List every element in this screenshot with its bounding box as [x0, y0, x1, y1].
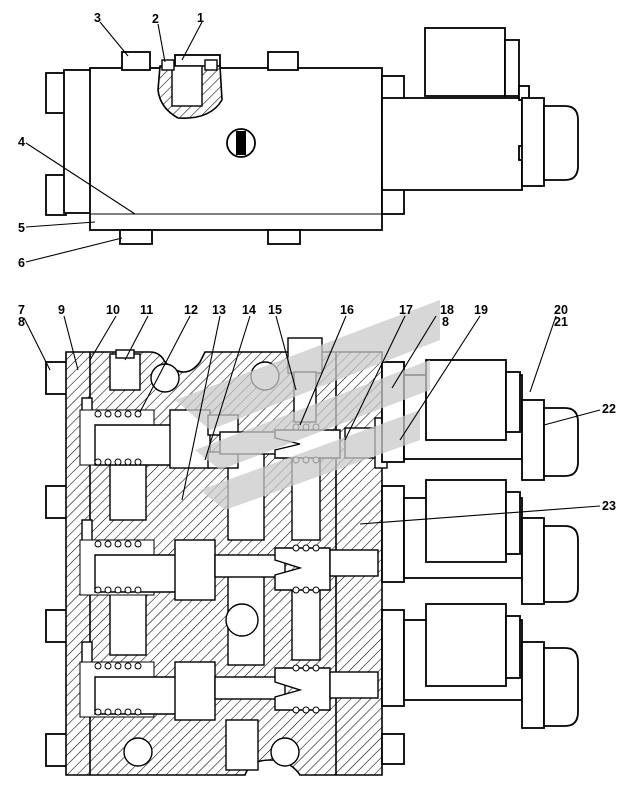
callout-5: 5: [18, 221, 25, 235]
section-leaders: [23, 315, 601, 525]
callout-15: 15: [268, 303, 282, 317]
callout-8-right: 8: [442, 315, 449, 329]
solenoid-coil-top: [424, 27, 506, 97]
callout-8-left: 8: [18, 315, 25, 329]
callout-23: 23: [602, 499, 616, 513]
callout-2: 2: [152, 12, 159, 26]
callout-10: 10: [106, 303, 120, 317]
bolt-head-top-left: [45, 72, 67, 114]
seal-ring-left: [161, 59, 175, 71]
solenoid-terminal-top: [504, 39, 520, 97]
top-view: [45, 27, 579, 245]
seal-ring-right: [204, 59, 218, 71]
callout-17: 17: [399, 303, 413, 317]
section-bolt-1: [45, 361, 69, 395]
callout-22: 22: [602, 402, 616, 416]
callout-labels: 3 2 1 4 5 6 7 8 9 10 11 12 13 14 15 16 1…: [18, 11, 616, 513]
bolt-head-bottom-left: [45, 174, 67, 216]
callout-11: 11: [140, 303, 153, 317]
callout-19: 19: [474, 303, 488, 317]
callout-13: 13: [212, 303, 226, 317]
valve-stage-3: [79, 661, 379, 721]
bottom-stud-left: [119, 229, 153, 245]
solenoid-cap-top: [543, 105, 579, 181]
callout-4: 4: [18, 135, 25, 149]
top-leaders: [25, 21, 203, 263]
check-ball: [225, 603, 259, 637]
watermark-logo: [175, 300, 440, 510]
solenoid-1: [381, 359, 579, 481]
solenoid-housing-top: [381, 97, 523, 191]
end-plate-left: [63, 69, 93, 214]
top-stud-left: [121, 51, 151, 71]
section-bolt-3: [45, 609, 69, 643]
callout-1: 1: [197, 11, 204, 25]
top-stud-right: [267, 51, 299, 71]
callout-21: 21: [554, 315, 568, 329]
solenoid-collar-top: [521, 97, 545, 187]
solenoid-2: [381, 479, 579, 605]
section-view: [45, 337, 579, 776]
callout-20: 20: [554, 303, 568, 317]
bottom-stud-right: [267, 229, 301, 245]
callout-16: 16: [340, 303, 354, 317]
callout-7: 7: [18, 303, 25, 317]
section-bolt-2: [45, 485, 69, 519]
callout-14: 14: [242, 303, 256, 317]
callout-12: 12: [184, 303, 198, 317]
callout-18: 18: [440, 303, 454, 317]
valve-stage-2: [79, 539, 379, 601]
port-bore: [171, 65, 203, 107]
valve-cap-bottom: [225, 719, 259, 771]
solenoid-3: [381, 603, 579, 729]
section-bolt-right-bottom: [381, 733, 405, 765]
screw-slot: [236, 131, 246, 155]
callout-6: 6: [18, 256, 25, 270]
section-bolt-4: [45, 733, 69, 767]
callout-3: 3: [94, 11, 101, 25]
callout-9: 9: [58, 303, 65, 317]
